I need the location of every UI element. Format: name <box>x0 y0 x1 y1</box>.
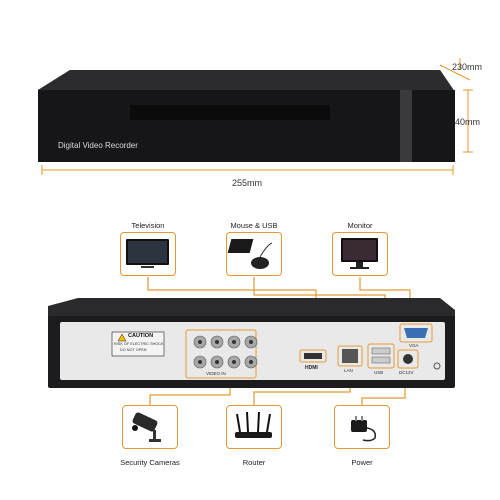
caution-text-2: DO NOT OPEN <box>120 348 147 352</box>
television-icon <box>126 239 169 268</box>
thumb-mouse-usb <box>226 232 282 276</box>
depth-dim-line <box>439 64 471 81</box>
power-adapter-icon <box>351 416 377 442</box>
depth-dimension: 230mm <box>452 62 483 72</box>
caption-router: Router <box>242 458 266 467</box>
height-dimension: 40mm <box>455 117 481 127</box>
thumb-router <box>226 405 282 449</box>
usb-port <box>371 347 391 355</box>
router-icon <box>235 411 272 438</box>
width-dimension: 255mm <box>232 178 263 188</box>
lan-label: LAN <box>344 368 353 373</box>
caption-security-cameras: Security Cameras <box>120 458 180 467</box>
vga-port <box>404 328 428 338</box>
thumb-security-cameras <box>122 405 178 449</box>
thumb-monitor <box>332 232 388 276</box>
vga-label: VGA <box>409 343 419 348</box>
hdmi-label: HDMI <box>305 365 318 371</box>
mouse-usb-icon <box>227 239 273 269</box>
caption-mouse-usb: Mouse & USB <box>230 221 278 230</box>
caution-text-1: RISK OF ELECTRIC SHOCK <box>114 342 164 346</box>
front-accent-strip <box>400 90 412 162</box>
drive-bay-slot <box>130 105 330 120</box>
thumb-power <box>334 405 390 449</box>
hdmi-port <box>304 353 322 359</box>
caption-television: Television <box>131 221 165 230</box>
video-in-label: VIDEO IN <box>206 371 226 376</box>
usb-label: USB <box>374 370 384 375</box>
monitor-icon <box>341 238 378 269</box>
dvr-back-panel <box>48 298 455 388</box>
dc-power-port <box>403 354 413 364</box>
dc-label: DC12V <box>399 370 414 375</box>
ground-screw <box>433 362 441 370</box>
security-camera-icon <box>132 412 161 442</box>
device-label: Digital Video Recorder <box>58 141 138 150</box>
caption-power: Power <box>351 458 373 467</box>
video-in-group <box>185 329 257 379</box>
thumb-television <box>120 232 176 276</box>
usb-port <box>371 356 391 364</box>
caution-title: CAUTION <box>128 333 154 339</box>
caption-monitor: Monitor <box>347 221 373 230</box>
lan-port <box>342 349 358 363</box>
dvr-top-view <box>38 58 473 175</box>
